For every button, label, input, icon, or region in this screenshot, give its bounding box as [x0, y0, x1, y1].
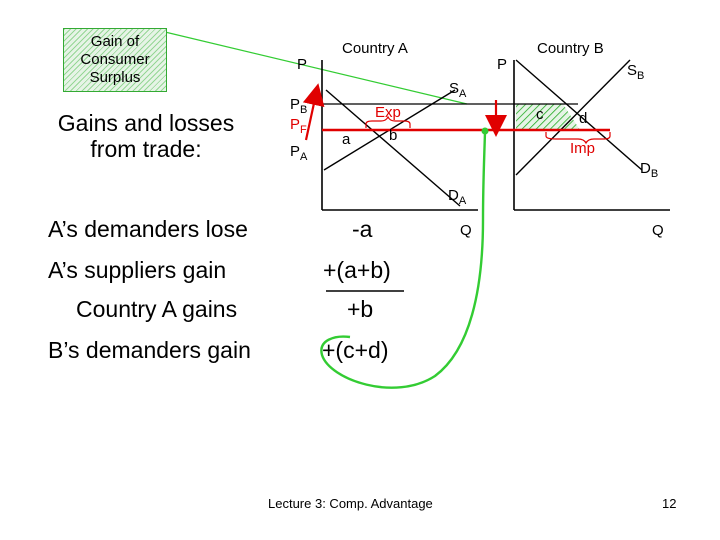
imports-brace [545, 132, 611, 145]
gains-losses-line-1: Gains and losses [57, 110, 235, 136]
summary-label-1: A’s suppliers gain [48, 257, 227, 283]
consumer-surplus-callout: Gain of Consumer Surplus [63, 28, 167, 92]
area-b-label: b [389, 127, 398, 144]
area-a-label: a [342, 131, 351, 148]
summary-value-3: +(c+d) [322, 337, 389, 363]
country-a-p-axis-label: P [297, 56, 308, 73]
country-b-p-axis-label: P [497, 56, 508, 73]
country-a-q-axis-label: Q [460, 222, 472, 239]
country-b-demand-label: DB [640, 160, 659, 180]
footer-course: Lecture 3: Comp. Advantage [268, 496, 433, 511]
world-price-marker [481, 127, 489, 135]
country-a-title: Country A [342, 40, 408, 57]
gains-losses-line-2: from trade: [90, 136, 202, 162]
summary-loop [320, 131, 487, 389]
country-b-q-axis-label: Q [652, 222, 664, 239]
summary-label-3: B’s demanders gain [48, 337, 251, 363]
callout-pointer [164, 31, 468, 105]
price-label-a: PA [290, 143, 308, 163]
country-b-title: Country B [537, 40, 604, 57]
footer-page-number: 12 [662, 496, 677, 511]
summary-label-2: Country A gains [76, 296, 238, 322]
country-b-supply-label: SB [627, 62, 645, 82]
country-b-area-cd [516, 104, 580, 130]
summary-value-1: +(a+b) [323, 257, 391, 283]
country-b-demand-curve [515, 59, 643, 171]
price-label-b: PB [290, 96, 308, 116]
callout-line-1: Gain of [90, 33, 140, 50]
price-rise-arrow [302, 83, 325, 141]
exports-brace [365, 115, 411, 128]
exports-label: Exp [375, 104, 401, 121]
imports-label: Imp [570, 140, 596, 157]
price-label-f: PF [290, 116, 307, 136]
country-a-demand-label: DA [448, 187, 467, 207]
callout-line-2: Consumer [80, 51, 150, 68]
area-c-label: c [536, 106, 544, 123]
area-d-label: d [579, 110, 588, 127]
summary-value-0: -a [352, 216, 373, 242]
country-b-supply-curve [515, 59, 631, 176]
summary-label-0: A’s demanders lose [48, 216, 248, 242]
gains-losses-title: Gains and losses from trade: [36, 110, 256, 162]
callout-line-3: Surplus [89, 69, 141, 86]
country-a-demand-curve [325, 89, 461, 207]
country-a-supply-label: SA [449, 80, 467, 100]
summary-value-2: +b [347, 296, 374, 322]
